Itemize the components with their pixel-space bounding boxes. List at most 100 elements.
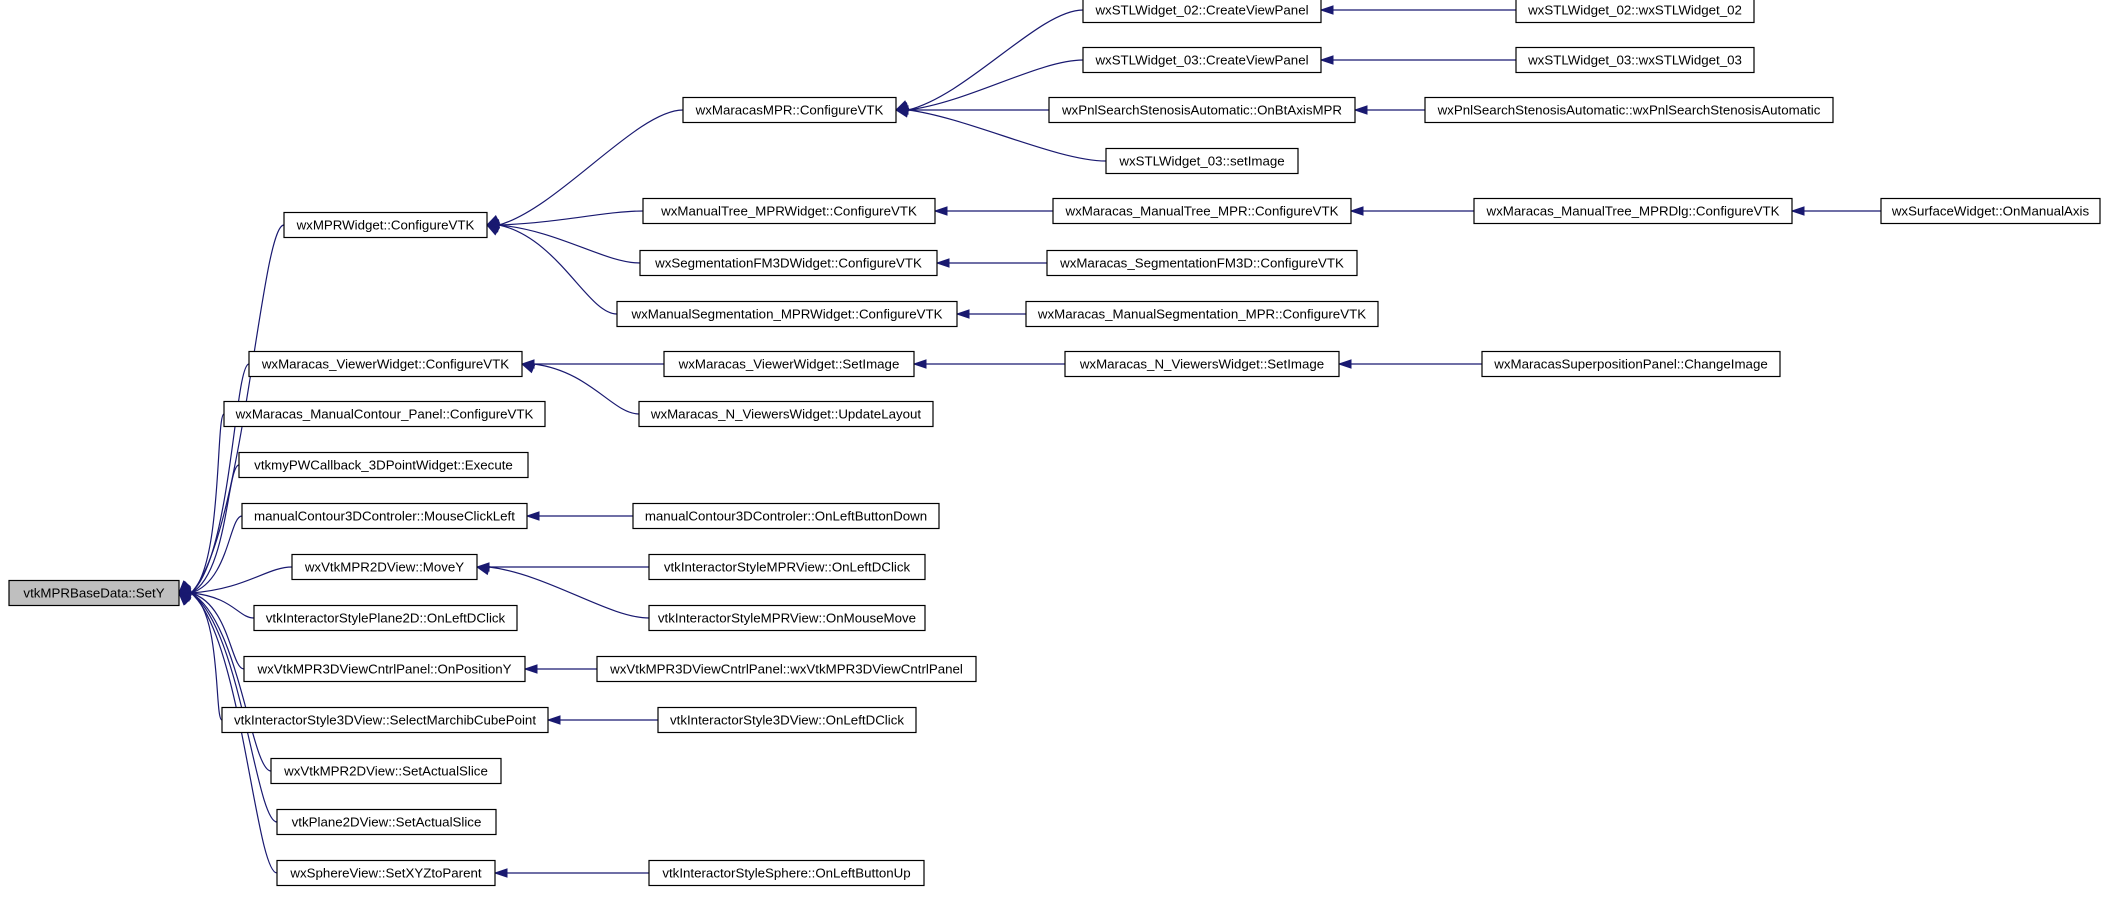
node-box <box>270 757 502 785</box>
node-label: wxMaracas_ViewerWidget::ConfigureVTK <box>261 357 509 372</box>
arrowhead-icon <box>935 258 950 268</box>
node-on-left-button-down[interactable]: manualContour3DControler::OnLeftButtonDo… <box>632 502 940 530</box>
node-maracas-manual-seg-mpr-config[interactable]: wxMaracas_ManualSegmentation_MPR::Config… <box>1025 300 1379 328</box>
node-stl03-ctor[interactable]: wxSTLWidget_03::wxSTLWidget_03 <box>1515 46 1755 74</box>
arrowhead-icon <box>493 868 508 878</box>
node-stl02-ctor[interactable]: wxSTLWidget_02::wxSTLWidget_02 <box>1515 0 1755 24</box>
node-sphere-left-button-up[interactable]: vtkInteractorStyleSphere::OnLeftButtonUp <box>648 859 925 887</box>
node-label: vtkInteractorStyleMPRView::OnMouseMove <box>658 611 916 626</box>
node-label: wxMaracas_ManualContour_Panel::Configure… <box>235 407 534 422</box>
node-maracas-mpr-config[interactable]: wxMaracasMPR::ConfigureVTK <box>682 96 897 124</box>
edge-pw-callback-execute-to-root <box>190 464 240 594</box>
node-manual-seg-mpr-widget-config[interactable]: wxManualSegmentation_MPRWidget::Configur… <box>616 300 958 328</box>
node-on-position-y[interactable]: wxVtkMPR3DViewCntrlPanel::OnPositionY <box>243 655 526 683</box>
node-box <box>1481 350 1781 378</box>
node-manual-tree-mpr-dlg-config[interactable]: wxMaracas_ManualTree_MPRDlg::ConfigureVT… <box>1473 197 1793 225</box>
node-stl02-create-view[interactable]: wxSTLWidget_02::CreateViewPanel <box>1082 0 1322 24</box>
arrowhead-icon <box>912 359 927 369</box>
node-box <box>642 197 936 225</box>
node-label: wxMaracas_N_ViewersWidget::UpdateLayout <box>650 407 922 422</box>
node-box <box>648 604 926 632</box>
node-box <box>283 211 488 239</box>
node-sphere-set-xyz[interactable]: wxSphereView::SetXYZtoParent <box>276 859 496 887</box>
node-pnl-search-on-bt-axis[interactable]: wxPnlSearchStenosisAutomatic::OnBtAxisMP… <box>1048 96 1356 124</box>
node-maracas-seg-fm3d-config[interactable]: wxMaracas_SegmentationFM3D::ConfigureVTK <box>1046 249 1358 277</box>
edge-mpr2d-set-actual-slice-to-root <box>190 592 272 772</box>
node-box <box>276 808 497 836</box>
node-box <box>291 553 478 581</box>
node-label: wxSTLWidget_03::wxSTLWidget_03 <box>1527 53 1742 68</box>
node-box <box>1025 300 1379 328</box>
node-style3d-left-dclick[interactable]: vtkInteractorStyle3DView::OnLeftDClick <box>657 706 917 734</box>
node-label: vtkmyPWCallback_3DPointWidget::Execute <box>254 458 513 473</box>
node-label: wxMaracasSuperpositionPanel::ChangeImage <box>1493 357 1767 372</box>
node-select-marchib[interactable]: vtkInteractorStyle3DView::SelectMarchibC… <box>221 706 549 734</box>
arrowhead-icon <box>475 566 491 576</box>
node-label: wxSTLWidget_03::setImage <box>1118 154 1284 169</box>
node-box <box>1052 197 1352 225</box>
node-root[interactable]: vtkMPRBaseData::SetY <box>8 579 180 607</box>
node-mpr2d-set-actual-slice[interactable]: wxVtkMPR2DView::SetActualSlice <box>270 757 502 785</box>
node-label: wxSurfaceWidget::OnManualAxis <box>1891 204 2090 219</box>
edge-n-viewers-update-layout-to-viewer-widget-config <box>533 363 640 415</box>
node-pw-callback-execute[interactable]: vtkmyPWCallback_3DPointWidget::Execute <box>238 451 529 479</box>
node-box <box>663 350 915 378</box>
node-pnl-search-ctor[interactable]: wxPnlSearchStenosisAutomatic::wxPnlSearc… <box>1424 96 1834 124</box>
node-box <box>639 249 938 277</box>
node-n-viewers-set-image[interactable]: wxMaracas_N_ViewersWidget::SetImage <box>1064 350 1340 378</box>
node-label: wxSTLWidget_02::wxSTLWidget_02 <box>1527 3 1742 18</box>
node-label: vtkInteractorStyleMPRView::OnLeftDClick <box>664 560 911 575</box>
node-label: wxPnlSearchStenosisAutomatic::wxPnlSearc… <box>1437 103 1821 118</box>
node-manual-tree-mpr-widget-config[interactable]: wxManualTree_MPRWidget::ConfigureVTK <box>642 197 936 225</box>
node-box <box>1046 249 1358 277</box>
node-n-viewers-update-layout[interactable]: wxMaracas_N_ViewersWidget::UpdateLayout <box>638 400 934 428</box>
node-label: manualContour3DControler::OnLeftButtonDo… <box>645 509 927 524</box>
node-box <box>241 502 528 530</box>
node-stl03-set-image[interactable]: wxSTLWidget_03::setImage <box>1105 147 1299 175</box>
nodes-layer: vtkMPRBaseData::SetY wxMPRWidget::Configu… <box>8 0 2101 887</box>
node-label: wxVtkMPR2DView::SetActualSlice <box>283 764 488 779</box>
node-box <box>276 859 496 887</box>
node-viewer-widget-set-image[interactable]: wxMaracas_ViewerWidget::SetImage <box>663 350 915 378</box>
node-superposition-change-image[interactable]: wxMaracasSuperpositionPanel::ChangeImage <box>1481 350 1781 378</box>
edge-stl03-create-view-to-maracas-mpr-config <box>907 59 1084 111</box>
node-box <box>682 96 897 124</box>
node-manual-contour-panel-config[interactable]: wxMaracas_ManualContour_Panel::Configure… <box>223 400 546 428</box>
arrowhead-icon <box>1349 206 1364 216</box>
node-box <box>248 350 523 378</box>
node-maracas-manual-tree-mpr-config[interactable]: wxMaracas_ManualTree_MPR::ConfigureVTK <box>1052 197 1352 225</box>
node-box <box>1105 147 1299 175</box>
node-box <box>632 502 940 530</box>
node-surface-on-manual-axis[interactable]: wxSurfaceWidget::OnManualAxis <box>1880 197 2101 225</box>
edge-sphere-set-xyz-to-root <box>190 592 278 874</box>
node-label: wxSegmentationFM3DWidget::ConfigureVTK <box>654 256 922 271</box>
node-box <box>1473 197 1793 225</box>
node-label: wxVtkMPR3DViewCntrlPanel::wxVtkMPR3DView… <box>609 662 963 677</box>
node-box <box>238 451 529 479</box>
node-seg-fm3d-widget-config[interactable]: wxSegmentationFM3DWidget::ConfigureVTK <box>639 249 938 277</box>
edge-seg-fm3d-widget-config-to-mpr-widget-config <box>498 224 641 264</box>
node-box <box>223 400 546 428</box>
node-label: wxVtkMPR2DView::MoveY <box>304 560 464 575</box>
node-box <box>616 300 958 328</box>
node-label: wxSphereView::SetXYZtoParent <box>289 866 481 881</box>
node-label: wxMaracas_ManualTree_MPR::ConfigureVTK <box>1065 204 1339 219</box>
node-plane2d-set-actual-slice[interactable]: vtkPlane2DView::SetActualSlice <box>276 808 497 836</box>
node-box <box>243 655 526 683</box>
arrowhead-icon <box>177 591 191 606</box>
edge-viewer-widget-config-to-root <box>190 363 250 594</box>
node-box <box>1082 0 1322 24</box>
node-box <box>221 706 549 734</box>
node-mouse-click-left[interactable]: manualContour3DControler::MouseClickLeft <box>241 502 528 530</box>
node-plane2d-left-dclick[interactable]: vtkInteractorStylePlane2D::OnLeftDClick <box>253 604 518 632</box>
node-mpr-view-mouse-move[interactable]: vtkInteractorStyleMPRView::OnMouseMove <box>648 604 926 632</box>
node-stl03-create-view[interactable]: wxSTLWidget_03::CreateViewPanel <box>1082 46 1322 74</box>
node-label: vtkMPRBaseData::SetY <box>23 586 164 601</box>
arrowhead-icon <box>1353 105 1368 115</box>
node-viewer-widget-config[interactable]: wxMaracas_ViewerWidget::ConfigureVTK <box>248 350 523 378</box>
node-mpr-widget-config[interactable]: wxMPRWidget::ConfigureVTK <box>283 211 488 239</box>
node-move-y[interactable]: wxVtkMPR2DView::MoveY <box>291 553 478 581</box>
node-label: wxMaracas_ViewerWidget::SetImage <box>678 357 900 372</box>
node-cntrl-panel-ctor[interactable]: wxVtkMPR3DViewCntrlPanel::wxVtkMPR3DView… <box>596 655 977 683</box>
node-mpr-view-left-dclick[interactable]: vtkInteractorStyleMPRView::OnLeftDClick <box>648 553 926 581</box>
